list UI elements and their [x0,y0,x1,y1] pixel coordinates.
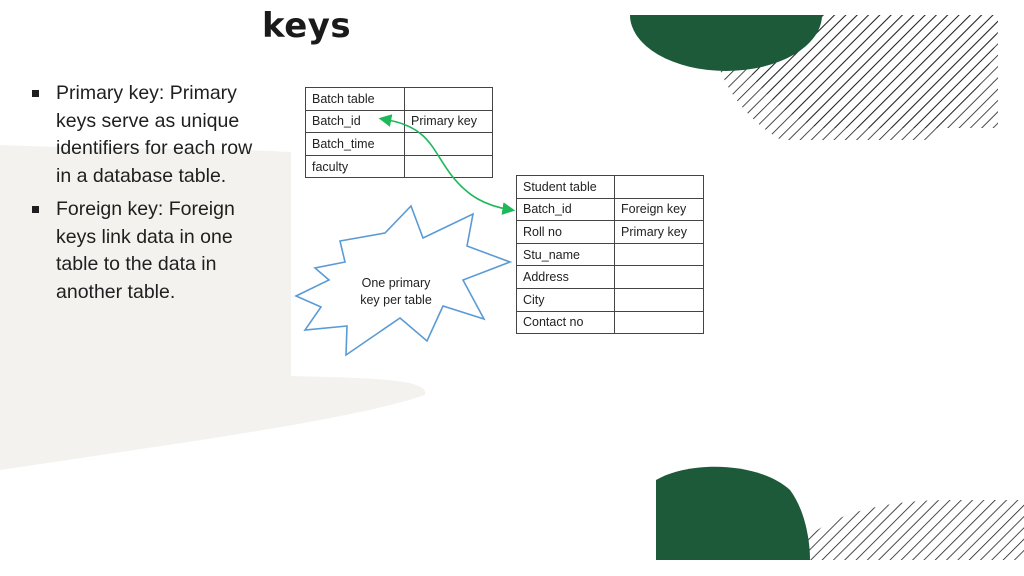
table-cell: Primary key [614,220,704,244]
table-cell: Batch_time [305,132,405,156]
student-table: Student table Batch_id Foreign key Roll … [516,175,704,335]
table-cell: City [516,287,615,312]
table-cell [614,175,704,199]
slide-title: keys [262,6,352,46]
bullet-list: Primary key: Primary keys serve as uniqu… [30,80,270,312]
table-cell: Roll no [516,220,615,244]
table-row: Batch table [305,87,493,111]
square-bullet-icon [32,206,39,213]
bullet-text: Primary key: Primary keys serve as uniqu… [56,82,253,187]
bullet-text: Foreign key: Foreign keys link data in o… [56,198,235,303]
table-row: faculty [305,154,493,179]
table-row: Address [516,265,704,289]
table-row: Student table [516,175,704,199]
bottom-right-decoration [656,466,1024,560]
table-row: Stu_name [516,242,704,267]
table-row: City [516,287,704,312]
table-row: Batch_id Primary key [305,109,493,134]
square-bullet-icon [32,90,39,97]
table-cell [614,242,704,267]
callout-line: One primary [361,276,431,290]
bullet-primary-key: Primary key: Primary keys serve as uniqu… [30,80,270,190]
table-row: Batch_time [305,132,493,156]
table-cell [404,87,493,111]
table-cell: Stu_name [516,242,615,267]
starburst-callout-text: One primary key per table [342,275,450,308]
table-row: Batch_id Foreign key [516,197,704,222]
table-cell: faculty [305,154,405,179]
table-cell: Student table [516,175,615,199]
table-cell [404,154,493,179]
table-cell [404,132,493,156]
bullet-foreign-key: Foreign key: Foreign keys link data in o… [30,196,270,306]
table-cell: Address [516,265,615,289]
table-cell [614,310,704,335]
table-cell [614,287,704,312]
table-cell: Foreign key [614,197,704,222]
table-cell: Batch_id [516,197,615,222]
table-cell: Contact no [516,310,615,335]
table-row: Roll no Primary key [516,220,704,244]
table-cell: Batch table [305,87,405,111]
table-cell [614,265,704,289]
table-cell: Primary key [404,109,493,134]
callout-line: key per table [360,292,432,307]
table-row: Contact no [516,310,704,335]
top-right-decoration [630,15,998,140]
batch-table: Batch table Batch_id Primary key Batch_t… [305,87,493,179]
table-cell: Batch_id [305,109,405,134]
